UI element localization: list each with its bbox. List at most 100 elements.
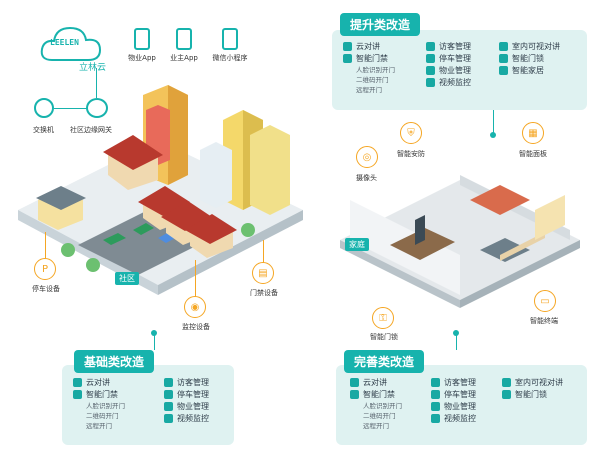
link-line: [96, 68, 97, 98]
visitor-icon: [164, 377, 173, 387]
app-yezhu: 业主App: [166, 28, 202, 63]
callout-line: [195, 260, 196, 298]
list-subitem: 二维码开门: [356, 76, 389, 84]
list-item: 室内可视对讲: [499, 40, 560, 52]
switch-label: 交换机: [33, 126, 54, 134]
list-subitem: 远程开门: [86, 422, 112, 430]
lock-icon: [499, 53, 508, 63]
video-icon: [426, 77, 435, 87]
basic-title: 基础类改造: [74, 350, 155, 373]
parking-icon: P: [34, 258, 56, 280]
parking-icon: [426, 53, 435, 63]
lock-icon: [502, 389, 511, 399]
cloud-logo: LEELEN: [50, 38, 79, 47]
property-icon: [164, 401, 173, 411]
upgrade-col-1: 云对讲 智能门禁 人脸识别开门 二维码开门 远程开门: [343, 40, 395, 94]
upgrade-col-3: 室内可视对讲 智能门锁 智能家居: [499, 40, 560, 76]
upgrade-panel: [332, 30, 587, 110]
list-item: 智能门禁: [73, 388, 125, 400]
property-icon: [426, 65, 435, 75]
list-item: 智能家居: [499, 64, 560, 76]
security-icon: ⛨: [400, 122, 422, 144]
access-icon: [343, 53, 352, 63]
list-item: 视频监控: [164, 412, 209, 424]
list-item: 物业管理: [426, 64, 471, 76]
list-subitem: 远程开门: [356, 86, 382, 94]
community-badge: 社区: [115, 272, 139, 285]
list-item: 云对讲: [73, 376, 125, 388]
list-item: 访客管理: [431, 376, 476, 388]
connector-dot: [490, 132, 496, 138]
list-subitem: 二维码开门: [363, 412, 396, 420]
door-lock-label: 智能门锁: [370, 333, 398, 341]
connector-line: [154, 334, 155, 350]
visitor-icon: [431, 377, 440, 387]
list-subitem: 二维码开门: [86, 412, 119, 420]
access-label: 门禁设备: [250, 289, 278, 297]
list-item: 视频监控: [426, 76, 471, 88]
visitor-icon: [426, 41, 435, 51]
list-item: 停车管理: [426, 52, 471, 64]
video-icon: [431, 413, 440, 423]
parking-icon: [164, 389, 173, 399]
connector-line: [456, 334, 457, 350]
switch-icon: [34, 98, 54, 118]
callout-line: [263, 240, 264, 264]
list-item: 智能门禁: [350, 388, 402, 400]
terminal-icon: ▭: [534, 290, 556, 312]
phone-icon: [222, 28, 238, 50]
list-item: 停车管理: [164, 388, 209, 400]
complete-col-2: 访客管理 停车管理 物业管理 视频监控: [431, 376, 476, 424]
gateway-icon: [86, 98, 108, 118]
monitor-label: 监控设备: [182, 323, 210, 331]
intercom-icon: [350, 377, 359, 387]
door-lock-icon: ⚿: [372, 307, 394, 329]
home-illustration: [330, 150, 585, 310]
camera-cctv-icon: ◉: [184, 296, 206, 318]
list-item: 智能门锁: [499, 52, 560, 64]
complete-col-1: 云对讲 智能门禁 人脸识别开门 二维码开门 远程开门: [350, 376, 402, 430]
basic-col-2: 访客管理 停车管理 物业管理 视频监控: [164, 376, 209, 424]
property-icon: [431, 401, 440, 411]
list-item: 云对讲: [350, 376, 402, 388]
community-illustration: [8, 80, 308, 320]
list-item: 停车管理: [431, 388, 476, 400]
intercom-icon: [343, 41, 352, 51]
link-line: [54, 108, 88, 109]
list-item: 物业管理: [164, 400, 209, 412]
list-item: 智能门禁: [343, 52, 395, 64]
access-control-icon: ▤: [252, 262, 274, 284]
gateway-label: 社区边缘网关: [70, 126, 112, 134]
connector-dot: [151, 330, 157, 336]
indoor-intercom-icon: [499, 41, 508, 51]
camera-label: 摄像头: [356, 174, 377, 182]
home-badge: 家庭: [345, 238, 369, 251]
upgrade-title: 提升类改造: [340, 13, 421, 36]
home-icon: [499, 65, 508, 75]
basic-panel: [62, 365, 234, 445]
list-item: 云对讲: [343, 40, 395, 52]
basic-col-1: 云对讲 智能门禁 人脸识别开门 二维码开门 远程开门: [73, 376, 125, 430]
list-item: 视频监控: [431, 412, 476, 424]
list-item: 访客管理: [426, 40, 471, 52]
connector-dot: [453, 330, 459, 336]
upgrade-col-2: 访客管理 停车管理 物业管理 视频监控: [426, 40, 471, 88]
complete-panel: [336, 365, 587, 445]
list-subitem: 远程开门: [363, 422, 389, 430]
terminal-label: 智能终端: [530, 317, 558, 325]
list-subitem: 人脸识别开门: [363, 402, 402, 410]
list-item: 室内可视对讲: [502, 376, 563, 388]
complete-title: 完善类改造: [344, 350, 425, 373]
panel-label: 智能面板: [519, 150, 547, 158]
list-subitem: 人脸识别开门: [86, 402, 125, 410]
list-item: 物业管理: [431, 400, 476, 412]
indoor-intercom-icon: [502, 377, 511, 387]
parking-label: 停车设备: [32, 285, 60, 293]
access-icon: [73, 389, 82, 399]
connector-line: [493, 110, 494, 134]
list-subitem: 人脸识别开门: [356, 66, 395, 74]
parking-icon: [431, 389, 440, 399]
callout-line: [45, 232, 46, 260]
list-item: 访客管理: [164, 376, 209, 388]
access-icon: [350, 389, 359, 399]
